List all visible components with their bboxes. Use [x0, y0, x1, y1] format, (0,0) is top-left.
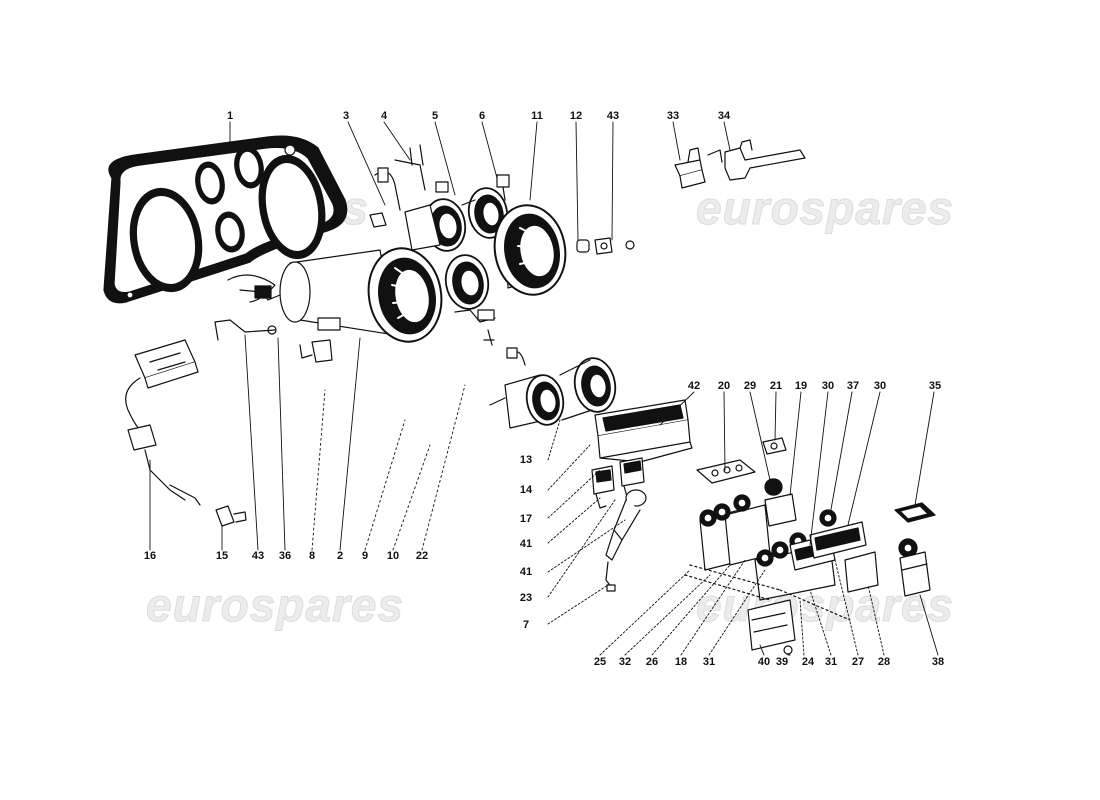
callout-5: 5 [431, 110, 439, 122]
callout-15: 15 [215, 550, 229, 562]
callout-8: 8 [308, 550, 316, 562]
callout-27: 27 [851, 656, 865, 668]
callout-7: 7 [522, 619, 530, 631]
callout-21: 21 [769, 380, 783, 392]
callout-28: 28 [877, 656, 891, 668]
console-tray [595, 400, 692, 462]
speedometer-assembly [488, 200, 573, 301]
small-gauge-middle [442, 252, 495, 345]
callout-25: 25 [593, 656, 607, 668]
callout-3: 3 [342, 110, 350, 122]
callout-37: 37 [846, 380, 860, 392]
callout-9: 9 [361, 550, 369, 562]
callout-38: 38 [931, 656, 945, 668]
callout-4: 4 [380, 110, 388, 122]
callout-43-lower: 43 [251, 550, 265, 562]
toggle-switch-19 [765, 479, 796, 526]
callout-16: 16 [143, 550, 157, 562]
callout-6: 6 [478, 110, 486, 122]
callout-26: 26 [645, 656, 659, 668]
switch-plates [697, 438, 786, 483]
callout-1: 1 [226, 110, 234, 122]
bulb-holders-upper [577, 238, 634, 254]
cigar-lighter [606, 490, 646, 591]
callout-18: 18 [674, 656, 688, 668]
instrument-panel-gasket [104, 136, 347, 303]
callout-14: 14 [519, 484, 533, 496]
callout-13: 13 [519, 454, 533, 466]
watermark-top-right: eurospares [695, 182, 955, 235]
callout-41-a: 41 [519, 538, 533, 550]
callout-31-a: 31 [702, 656, 716, 668]
callout-30-b: 30 [873, 380, 887, 392]
callout-41-b: 41 [519, 566, 533, 578]
callout-36: 36 [278, 550, 292, 562]
module-16 [126, 340, 200, 505]
callout-19: 19 [794, 380, 808, 392]
watermark-bottom-left: eurospares [145, 579, 405, 632]
callout-20: 20 [717, 380, 731, 392]
callout-39: 39 [775, 656, 789, 668]
callout-23: 23 [519, 592, 533, 604]
callout-30-a: 30 [821, 380, 835, 392]
part-35 [895, 503, 935, 522]
small-gauges-upper [370, 145, 511, 254]
callout-32: 32 [618, 656, 632, 668]
callout-42: 42 [687, 380, 701, 392]
callout-40: 40 [757, 656, 771, 668]
callout-11: 11 [531, 110, 543, 122]
switch-38 [899, 539, 930, 596]
callout-35: 35 [928, 380, 942, 392]
callout-2: 2 [336, 550, 344, 562]
brackets-33-34 [675, 140, 805, 188]
callout-10: 10 [386, 550, 400, 562]
large-gauge-assembly [215, 242, 449, 362]
callout-29: 29 [743, 380, 757, 392]
callout-33: 33 [666, 110, 680, 122]
gauge-pair-13-14 [490, 348, 619, 428]
callout-17: 17 [519, 513, 533, 525]
callout-34: 34 [717, 110, 731, 122]
callout-22: 22 [415, 550, 429, 562]
callout-31-b: 31 [824, 656, 838, 668]
callout-43-upper: 43 [606, 110, 620, 122]
leader-lines [150, 122, 938, 655]
bulb-holder-15 [216, 506, 246, 526]
callout-24: 24 [801, 656, 815, 668]
callout-12: 12 [569, 110, 583, 122]
